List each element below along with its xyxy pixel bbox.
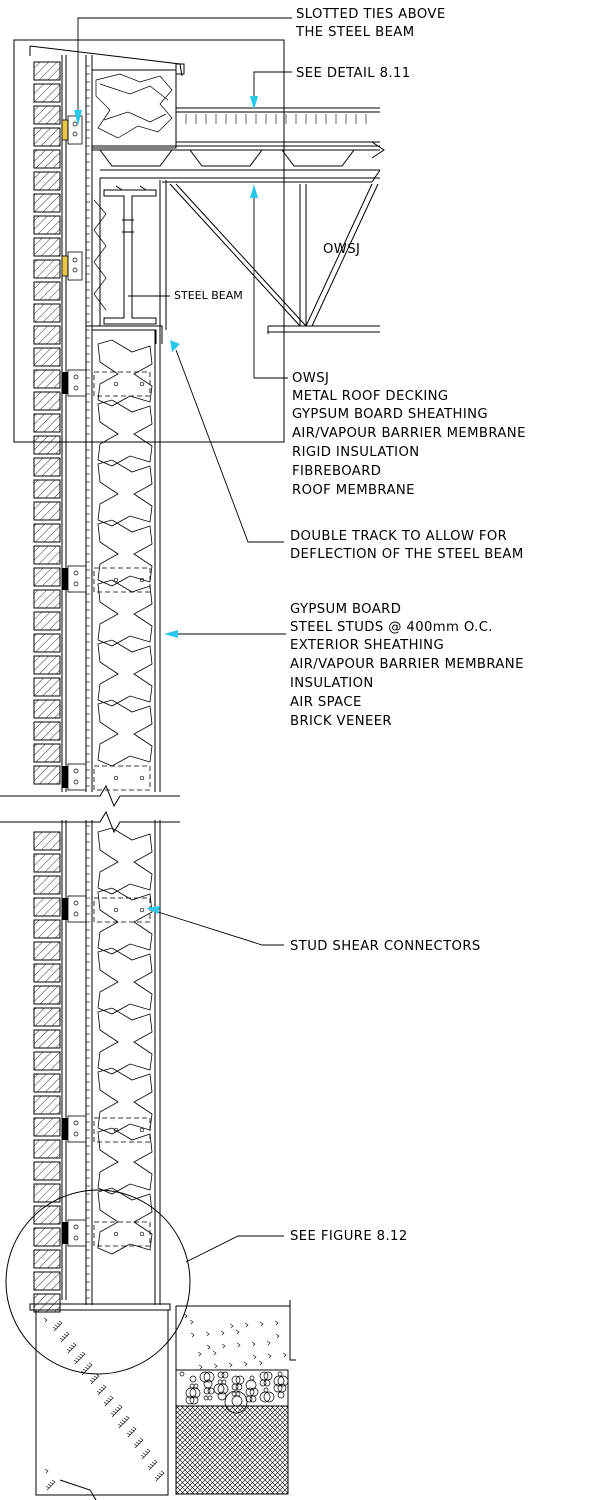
roof-layer-vapour-barrier: AIR/VAPOUR BARRIER MEMBRANE [292, 426, 526, 441]
owsj-member-label: OWSJ [323, 242, 360, 257]
exterior-sheathing [85, 55, 93, 1305]
slotted-ties-line-1: SLOTTED TIES ABOVE [296, 7, 446, 22]
roof-layer-metal-decking: METAL ROOF DECKING [292, 389, 449, 404]
double-track-line-2: DEFLECTION OF THE STEEL BEAM [290, 547, 524, 562]
wall-layer-air-space: AIR SPACE [290, 695, 362, 710]
slotted-ties-line-2: THE STEEL BEAM [295, 25, 415, 40]
roof-layer-rigid-insulation: RIGID INSULATION [292, 445, 420, 460]
wall-layer-insulation: INSULATION [290, 676, 374, 691]
brick-ties [61, 115, 83, 281]
wall-layer-gypsum-board: GYPSUM BOARD [290, 602, 401, 617]
roof-layer-fibreboard: FIBREBOARD [292, 464, 381, 479]
roof-layer-owsj: OWSJ [292, 371, 329, 386]
arrow-see-detail [250, 96, 258, 110]
brick-veneer [33, 61, 61, 1313]
double-track [86, 325, 163, 344]
roof-assembly [92, 107, 385, 167]
see-figure-label: SEE FIGURE 8.12 [290, 1229, 408, 1244]
stud-shear-connectors-label: STUD SHEAR CONNECTORS [290, 939, 481, 954]
parapet-insulation [91, 69, 177, 149]
steel-beam: STEEL BEAM [93, 185, 243, 326]
roof-layer-gypsum-sheathing: GYPSUM BOARD SHEATHING [292, 407, 488, 422]
wall-layer-steel-studs: STEEL STUDS @ 400mm O.C. [290, 620, 493, 635]
roof-layer-roof-membrane: ROOF MEMBRANE [292, 483, 415, 498]
break-line [0, 784, 200, 834]
arrowheads [74, 96, 258, 914]
wall-layer-vapour-barrier: AIR/VAPOUR BARRIER MEMBRANE [290, 657, 524, 672]
arrow-slotted-ties [74, 110, 82, 126]
arrow-double-track [170, 340, 180, 352]
sheathing-ticks [86, 65, 90, 1299]
wall-layer-exterior-sheathing: EXTERIOR SHEATHING [290, 638, 444, 653]
wall-layer-brick-veneer: BRICK VENEER [290, 714, 392, 729]
arrow-stud-connectors [146, 906, 160, 914]
stud-shear-connectors [62, 369, 151, 1247]
wall-layer-list: GYPSUM BOARD STEEL STUDS @ 400mm O.C. EX… [290, 602, 524, 729]
detail-boundary [13, 39, 285, 443]
parapet-cap-flashing [29, 45, 185, 77]
roof-layer-list: OWSJ METAL ROOF DECKING GYPSUM BOARD SHE… [292, 371, 526, 498]
batt-insulation [97, 339, 153, 1255]
arrow-wall-layers [164, 630, 178, 638]
see-detail-label: SEE DETAIL 8.11 [296, 66, 411, 81]
air-space [61, 55, 67, 1300]
arrow-owsj [250, 184, 258, 198]
foundation [29, 1300, 296, 1500]
owsj-joist: OWSJ [99, 169, 381, 334]
annotations: SLOTTED TIES ABOVE THE STEEL BEAM SEE DE… [77, 7, 526, 1263]
see-figure-circle [5, 1189, 191, 1375]
steel-beam-label: STEEL BEAM [174, 289, 243, 302]
double-track-line-1: DOUBLE TRACK TO ALLOW FOR [290, 529, 507, 544]
